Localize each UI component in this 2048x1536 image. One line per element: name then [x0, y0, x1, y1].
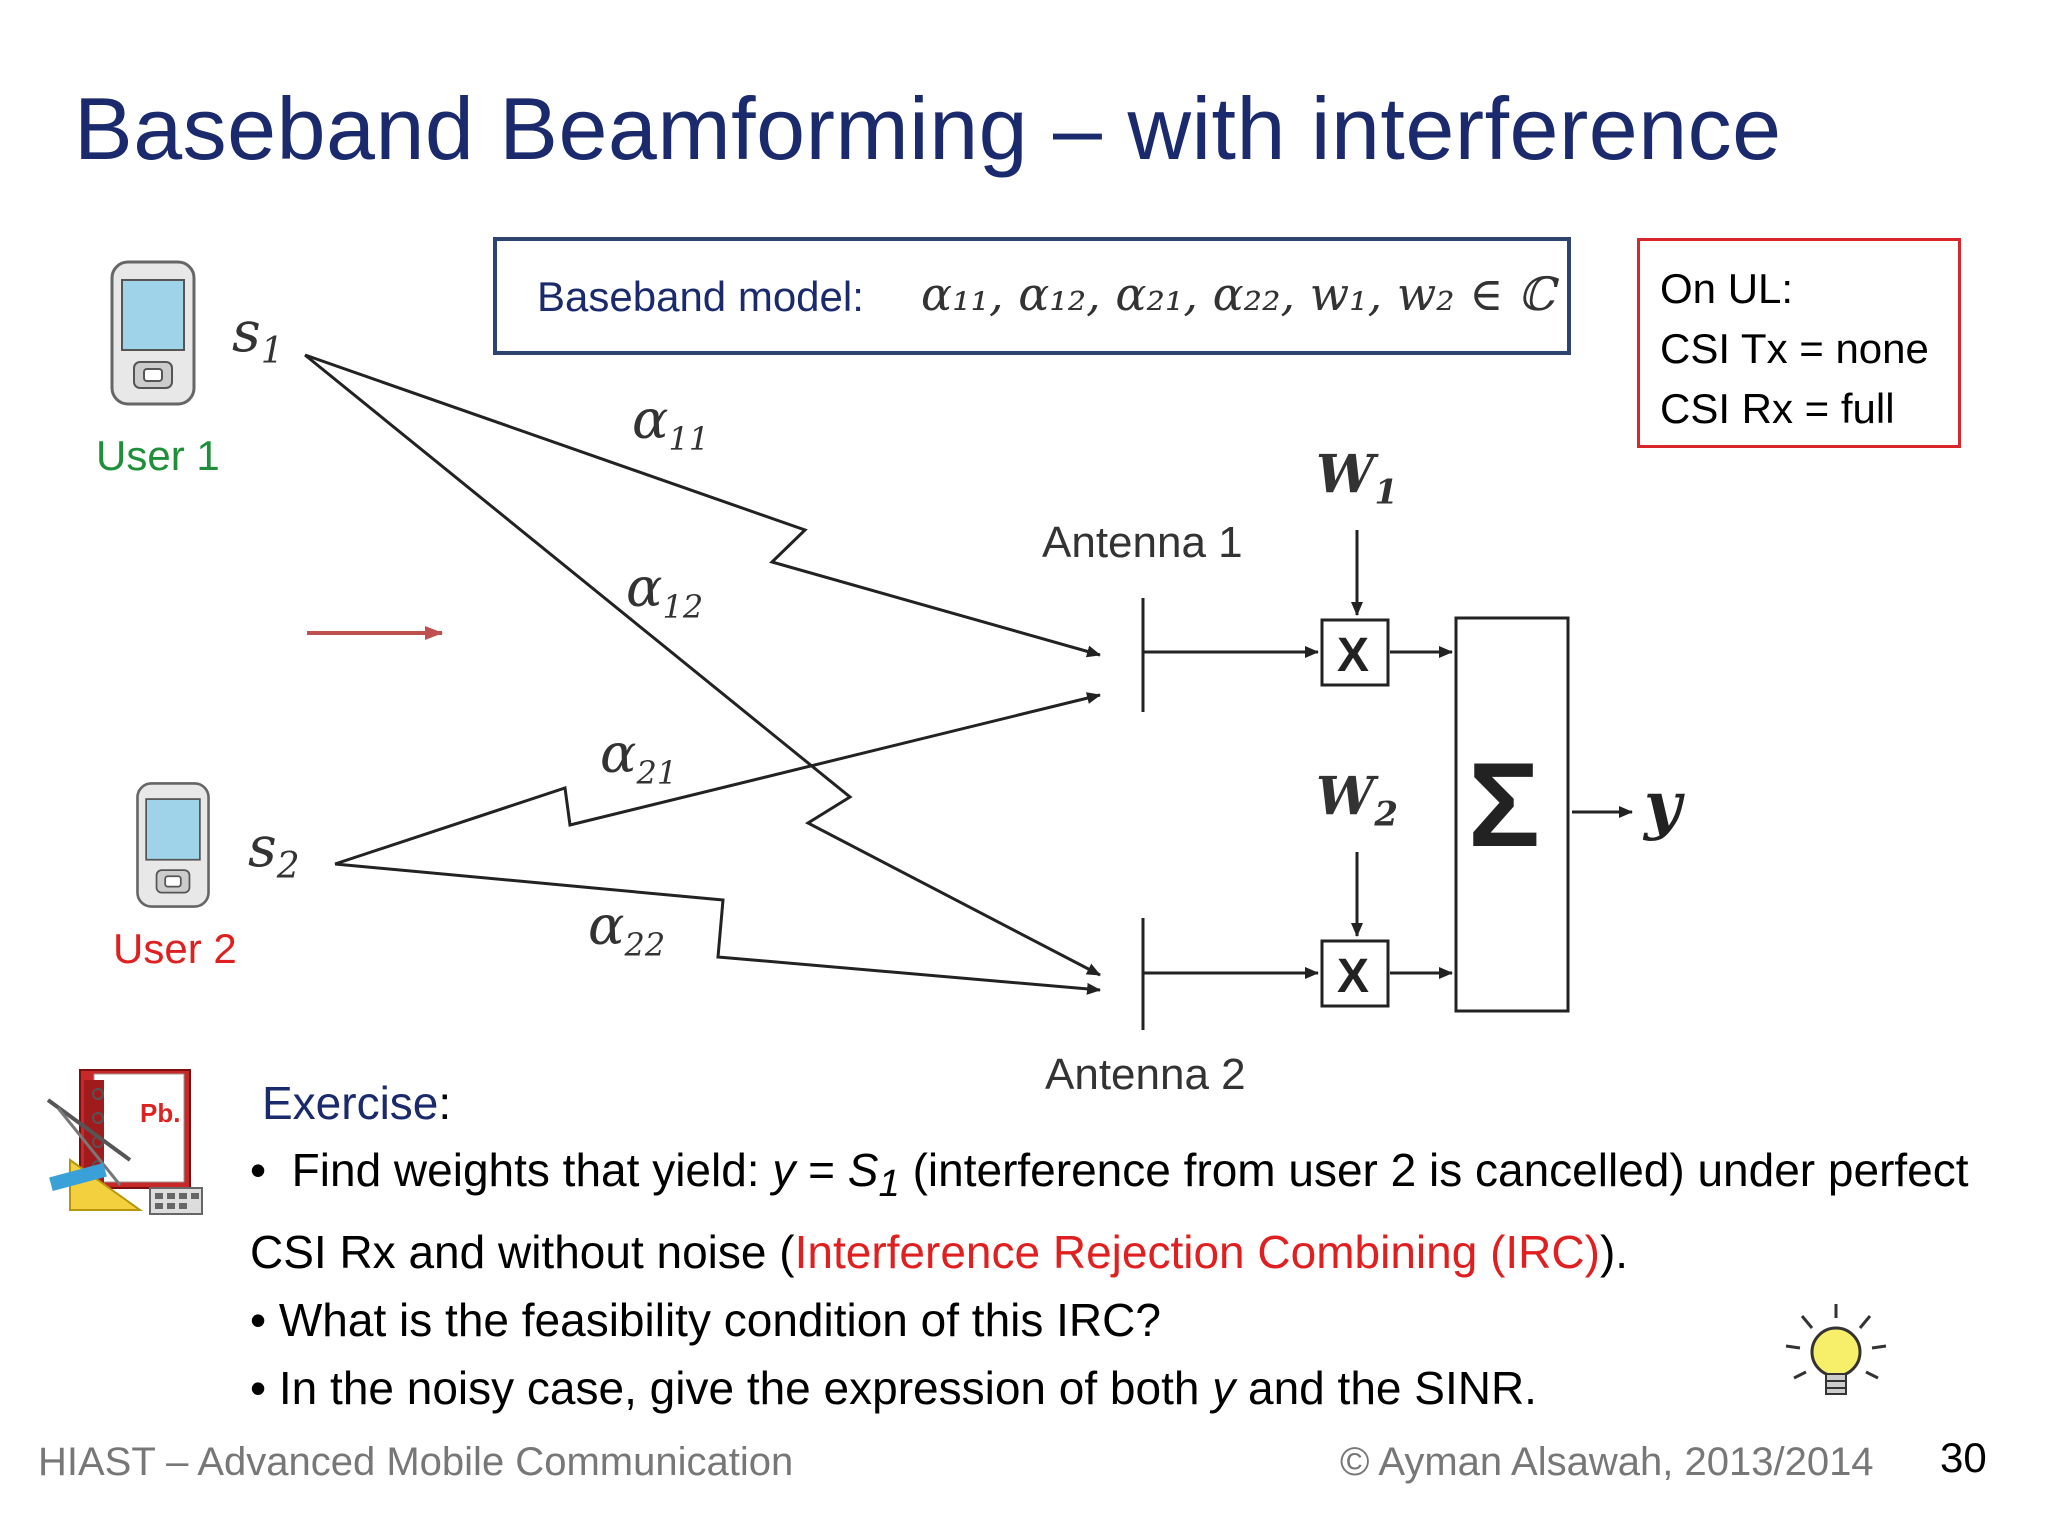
- phone-icon: [136, 782, 210, 908]
- csi-line-tx: CSI Tx = none: [1660, 325, 1929, 372]
- s2-label: s2: [248, 815, 300, 888]
- multiplier-2: [1320, 939, 1390, 1008]
- mult1-symbol: X: [1337, 629, 1370, 682]
- alpha11-label: α11: [632, 388, 710, 458]
- csi-line-rx: CSI Rx = full: [1660, 385, 1895, 432]
- exercise-title: Exercise:: [262, 1077, 452, 1129]
- mult2-symbol: X: [1337, 950, 1370, 1003]
- alpha21-label: α21: [600, 722, 678, 792]
- w1-label: W1: [1316, 444, 1399, 513]
- lightbulb-icon: [1785, 1304, 1887, 1395]
- link-alpha21: [334, 692, 1101, 866]
- antenna2-label: Antenna 2: [1045, 1050, 1246, 1099]
- model-label: Baseband model:: [537, 273, 864, 320]
- exercise-bullets: • Find weights that yield: y = S1 (inter…: [250, 1136, 2040, 1422]
- pb-text: Pb.: [140, 1098, 180, 1128]
- bullet-1: • Find weights that yield: y = S1 (inter…: [250, 1144, 1969, 1279]
- bullet-2: • What is the feasibility condition of t…: [250, 1294, 1161, 1347]
- link-alpha12: [304, 353, 1101, 977]
- slide-title: Baseband Beamforming – with interference: [74, 79, 1782, 178]
- exercise-book-icon: Pb.: [46, 1069, 203, 1215]
- phone-icon: [110, 260, 196, 406]
- baseband-model-box: Baseband model: α₁₁, α₁₂, α₂₁, α₂₂, w₁, …: [493, 237, 1571, 355]
- bullet-3: • In the noisy case, give the expression…: [250, 1362, 1537, 1415]
- csi-box: On UL: CSI Tx = none CSI Rx = full: [1637, 238, 1961, 448]
- footer-course: HIAST – Advanced Mobile Communication: [38, 1440, 794, 1484]
- multiplier-1: [1320, 618, 1390, 687]
- link-alpha11: [304, 353, 1101, 658]
- w2-label: W2: [1316, 766, 1399, 835]
- output-y: y: [1644, 768, 1682, 843]
- csi-line-ul: On UL:: [1660, 265, 1794, 312]
- footer-copyright: © Ayman Alsawah, 2013/2014: [1340, 1440, 1874, 1484]
- sum-box: [1454, 616, 1570, 1013]
- user1-label: User 1: [96, 432, 220, 479]
- s1-label: s1: [232, 300, 284, 373]
- alpha12-label: α12: [626, 556, 704, 626]
- model-math: α₁₁, α₁₂, α₂₁, α₂₂, w₁, w₂ ∈ ℂ: [921, 267, 1555, 321]
- link-alpha22: [334, 862, 1101, 995]
- alpha22-label: α22: [588, 894, 666, 964]
- user2-label: User 2: [113, 925, 237, 972]
- page-number: 30: [1940, 1434, 1987, 1481]
- sum-symbol: Σ: [1468, 738, 1541, 872]
- antenna1-label: Antenna 1: [1042, 518, 1243, 567]
